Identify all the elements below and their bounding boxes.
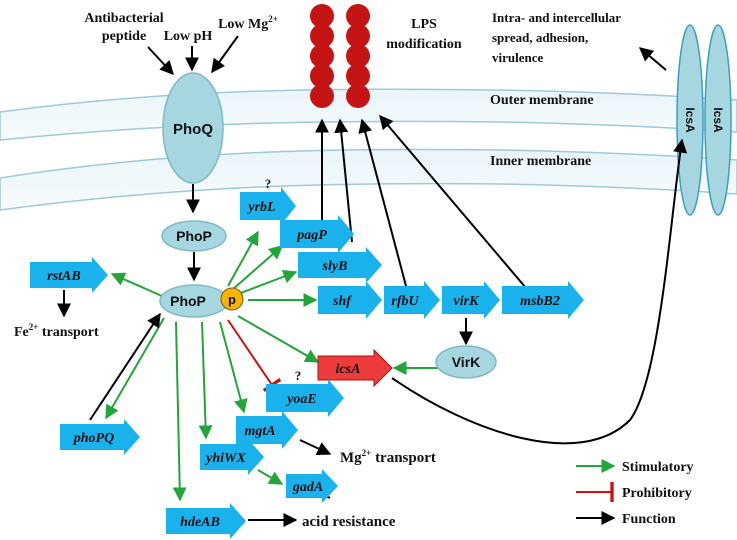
gene-mgta: mgtA (236, 411, 298, 449)
signal-antibacterial-line1: Antibacterial (84, 11, 163, 26)
unknown-yoae: ? (295, 368, 302, 383)
lps-cluster (310, 4, 370, 108)
phoq-protein (162, 72, 224, 184)
inner-membrane-label: Inner membrane (490, 154, 591, 169)
virulence-line1: Intra- and intercellular (492, 10, 621, 25)
stim-arrow-icsa (237, 315, 320, 363)
signal-low-mg: Low Mg2+ (218, 14, 278, 32)
signal-antibacterial-line2: peptide (102, 29, 146, 44)
stim-arrow-yhiwx (198, 321, 213, 440)
gene-shf: shf (318, 281, 382, 319)
gene-icsa: icsA (317, 348, 393, 388)
gene-rfbu-label: rfbU (391, 294, 419, 309)
gene-pagp: pagP (280, 215, 354, 253)
gene-phopq-label: phoPQ (73, 431, 114, 446)
fe-transport-label: Fe2+ transport (14, 322, 99, 340)
stim-arrow-phopq (105, 317, 165, 420)
icsa-outer-protein-2: IcsA (704, 24, 732, 216)
stim-arrow-mgta (219, 321, 248, 414)
gene-yoae: yoaE (266, 379, 344, 417)
gene-gada-label: gadA (292, 480, 323, 495)
icsa-to-outer-arrow (391, 138, 688, 445)
gene-yrbl-label: yrbL (246, 200, 275, 215)
virulence-line2: spread, adhesion, (492, 30, 588, 45)
gene-icsa-label: icsA (336, 362, 361, 377)
icsa-outer-label-1: IcsA (683, 107, 697, 133)
stim-arrow-hdeab (172, 321, 187, 502)
stim-arrow-slyb (237, 269, 298, 295)
signal-arrow-antibacterial (147, 46, 174, 76)
phospho-badge (220, 287, 244, 311)
phop-protein-top (161, 220, 227, 252)
stim-arrow-gada (257, 469, 284, 485)
phop-main-label: PhoP (170, 293, 206, 309)
legend-stimulatory-label: Stimulatory (622, 460, 694, 475)
icsa-outer-protein-1: IcsA (676, 24, 704, 216)
signal-arrow-low-mg (211, 35, 239, 74)
phoq-label: PhoQ (173, 121, 213, 138)
virk-protein-label: VirK (452, 354, 481, 370)
acid-resistance-label: acid resistance (302, 514, 396, 530)
mg-transport-label: Mg2+ transport (340, 448, 436, 466)
phospho-label: p (228, 292, 236, 307)
gene-shf-label: shf (332, 294, 352, 309)
gene-virk-label: virK (454, 294, 481, 309)
icsa-outer-label-2: IcsA (711, 107, 725, 133)
gene-rstab-label: rstAB (47, 269, 80, 284)
gene-gada: gadA (286, 469, 338, 503)
phop-top-label: PhoP (176, 228, 212, 244)
inner-membrane (0, 148, 737, 211)
gene-hdeab-label: hdeAB (180, 515, 220, 530)
virk-protein (435, 345, 497, 379)
gene-hdeab: hdeAB (166, 503, 246, 539)
gene-virk: virK (442, 281, 500, 319)
legend-function-label: Function (622, 512, 676, 527)
legend: Stimulatory Prohibitory Function (576, 459, 694, 527)
legend-prohibitory-label: Prohibitory (622, 486, 692, 501)
gene-phopq: phoPQ (60, 419, 140, 455)
gene-slyb-label: slyB (322, 259, 348, 274)
slyb-to-lps-arrow (334, 118, 353, 243)
gene-slyb: slyB (298, 247, 382, 283)
mgta-to-mg-arrow (299, 439, 332, 456)
stim-arrow-rstab (110, 272, 163, 297)
prohib-arrow-yoae (227, 319, 282, 392)
signal-low-ph: Low pH (164, 29, 213, 44)
gene-rstab: rstAB (30, 257, 108, 293)
gene-msbb2: msbB2 (502, 281, 584, 319)
phopq-to-phop-arrow (89, 312, 161, 421)
virulence-line3: virulence (492, 50, 543, 65)
gene-pagp-label: pagP (296, 228, 327, 243)
stim-arrow-yrbl (227, 230, 259, 287)
gene-mgta-label: mgtA (244, 424, 275, 439)
stim-arrow-pagp (231, 245, 284, 291)
gene-rfbu: rfbU (384, 281, 440, 319)
gene-yoae-label: yoaE (285, 392, 317, 407)
unknown-yrbl: ? (265, 176, 272, 191)
rfbu-to-lps-arrow (358, 118, 407, 287)
msbb2-to-lps-arrow (379, 114, 527, 289)
lps-label-line2: modification (386, 37, 462, 52)
lps-label-line1: LPS (411, 17, 437, 32)
icsa-to-virulence-arrow (638, 47, 667, 71)
outer-membrane-label: Outer membrane (490, 93, 594, 108)
gene-yrbl: yrbL (240, 187, 296, 225)
gene-yhiwx-label: yhiWX (204, 451, 246, 466)
gene-yhiwx: yhiWX (200, 439, 264, 475)
gene-msbb2-label: msbB2 (520, 294, 560, 309)
